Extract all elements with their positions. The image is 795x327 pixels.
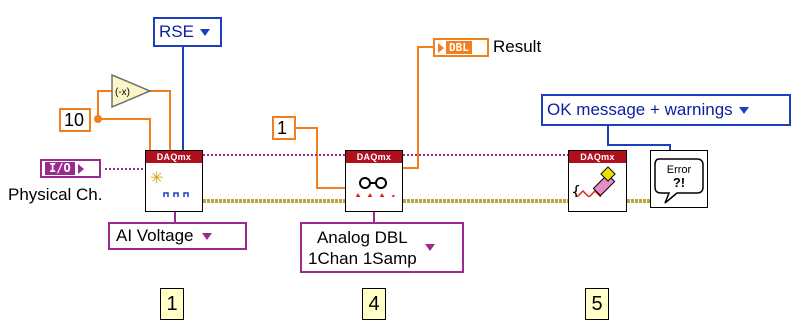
- constant-10-value: 10: [64, 109, 85, 130]
- dropdown-arrow-icon: [424, 244, 435, 251]
- simple-error-handler-vi[interactable]: Error ?!: [650, 150, 708, 208]
- error-mode-wire: [607, 126, 671, 150]
- error-bubble-icon: Error ?!: [654, 158, 704, 204]
- dropdown-arrow-icon: [201, 232, 212, 240]
- svg-text:✳: ✳: [150, 168, 163, 187]
- terminal-arrow-icon: [77, 163, 84, 174]
- clear-eraser-icon: {: [571, 166, 616, 202]
- constant-1-value: 1: [277, 117, 288, 138]
- step-label-1: 1: [160, 288, 184, 320]
- analog-dbl-selector[interactable]: Analog DBL 1Chan 1Samp: [300, 222, 464, 273]
- error-text: Error: [667, 164, 692, 176]
- svg-text:{: {: [571, 182, 581, 197]
- daqmx-header: DAQmx: [346, 151, 402, 163]
- numeric-wire-1: [296, 127, 345, 189]
- result-wire: [403, 46, 433, 169]
- read-glasses-icon: [351, 177, 398, 207]
- dropdown-arrow-icon: [199, 28, 210, 36]
- numeric-constant-10[interactable]: 10: [59, 108, 91, 132]
- daqmx-header: DAQmx: [569, 151, 626, 163]
- negate-node[interactable]: (-x): [110, 73, 152, 109]
- daqmx-clear-task-vi[interactable]: DAQmx {: [568, 150, 627, 212]
- analog-dbl-text: Analog DBL 1Chan 1Samp: [308, 227, 417, 269]
- ai-voltage-value: AI Voltage: [116, 226, 194, 245]
- daqmx-create-channel-vi[interactable]: DAQmx ✳: [145, 150, 203, 212]
- numeric-constant-1[interactable]: 1: [272, 116, 296, 140]
- result-label: Result: [493, 37, 542, 56]
- terminal-config-value: RSE: [159, 22, 194, 41]
- numeric-wire-negated: [148, 90, 171, 150]
- physical-channel-label: Physical Ch.: [8, 185, 103, 204]
- analog-dbl-line2: 1Chan 1Samp: [308, 248, 417, 268]
- error-mode-value: OK message + warnings: [547, 100, 733, 119]
- create-channel-icon: ✳: [150, 168, 198, 206]
- dropdown-arrow-icon: [738, 106, 749, 114]
- numeric-wire-10-top: [97, 90, 112, 119]
- negate-symbol: (-x): [115, 87, 130, 98]
- numeric-wire-10-direct: [98, 118, 151, 150]
- analog-dbl-line1: Analog DBL: [316, 227, 408, 247]
- result-indicator[interactable]: DBL: [433, 38, 489, 57]
- ai-voltage-selector[interactable]: AI Voltage: [108, 222, 247, 250]
- step-label-4: 4: [362, 288, 386, 320]
- terminal-arrow-icon: [438, 42, 444, 53]
- wire-junction: [94, 115, 102, 123]
- step-label-5: 5: [585, 288, 609, 320]
- physical-channel-control[interactable]: I/O: [40, 159, 101, 178]
- error-qmark: ?!: [673, 175, 685, 190]
- io-type-tag: I/O: [45, 162, 75, 175]
- dbl-type-tag: DBL: [446, 41, 472, 54]
- error-mode-ring[interactable]: OK message + warnings: [541, 94, 791, 126]
- daqmx-header: DAQmx: [146, 151, 202, 163]
- terminal-config-ring[interactable]: RSE: [153, 17, 222, 47]
- daqmx-read-vi[interactable]: DAQmx: [345, 150, 403, 212]
